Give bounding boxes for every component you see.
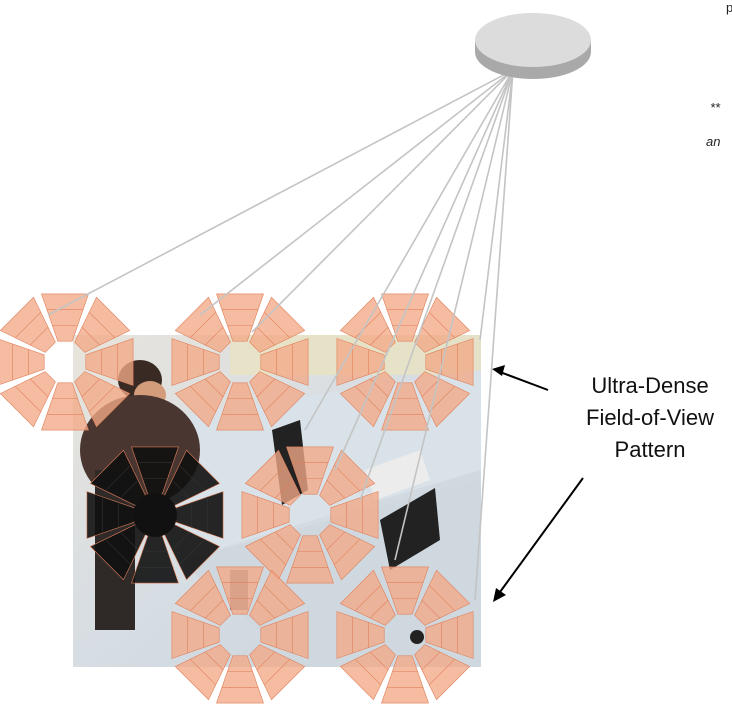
arrow-upper [499,371,549,391]
zone-grid-line [421,599,441,619]
detection-zone [171,566,309,704]
zone-grid-line [88,311,116,339]
zone-grid-line [204,651,224,671]
zone-grid-line [263,584,291,612]
zone-grid-line [256,326,276,346]
zone-grid-line [204,599,224,619]
zone-grid-line [421,651,441,671]
zone-grid-line [189,311,217,339]
callout-arrows [492,365,584,602]
zone-grid-line [88,385,116,413]
zone-grid-line [428,658,456,686]
arrow-lower [499,477,584,593]
sensor-ray [474,69,514,601]
zone-grid-line [189,385,217,413]
zone-grid-line [259,464,287,492]
zone-grid-line [189,584,217,612]
detection-zone [0,293,134,431]
zone-grid-line [259,538,287,566]
zone-grid-line [369,651,389,671]
sensor-ray [199,69,514,316]
sensor-ray [479,69,514,341]
detection-zone [336,566,474,704]
sensor-ray [359,69,514,501]
zone-grid-line [333,538,361,566]
zone-grid-line [354,311,382,339]
note-fragment-1: ** [710,100,721,115]
callout-line-3: Pattern [614,437,686,462]
ceiling-sensor-icon [475,13,591,79]
sensor-ray [334,69,514,471]
zone-grid-line [178,538,206,566]
zone-grid-line [369,378,389,398]
zone-grid-line [263,385,291,413]
sensor-ray [47,69,514,316]
zone-grid-line [104,538,132,566]
zone-center [133,493,177,537]
zone-grid-line [256,651,276,671]
zone-grid-line [104,464,132,492]
zone-grid-line [326,479,346,499]
zone-grid-line [428,385,456,413]
zone-grid-line [171,531,191,551]
detection-zone [336,293,474,431]
zone-grid-line [204,326,224,346]
zone-grid-line [421,378,441,398]
zone-grid-line [81,326,101,346]
zone-grid-line [428,311,456,339]
sensor-rays [47,69,514,601]
note-fragment-2: an [706,134,721,149]
callout-label: Ultra-Dense Field-of-View Pattern [560,370,732,466]
detection-zone [241,446,379,584]
zone-grid-line [171,479,191,499]
arrow-lower-head [493,588,506,602]
zone-grid-line [119,479,139,499]
zone-grid-line [326,531,346,551]
zone-grid-line [354,658,382,686]
zone-grid-line [354,584,382,612]
zone-grid-line [189,658,217,686]
zone-grid-line [29,378,49,398]
zone-grid-line [204,378,224,398]
callout-line-2: Field-of-View [586,405,714,430]
sensor-ray [304,69,514,431]
zone-grid-line [14,385,42,413]
zone-grid-line [14,311,42,339]
detection-zone-tiles [0,293,474,704]
detection-zone [171,293,309,431]
zone-grid-line [428,584,456,612]
zone-grid-line [369,326,389,346]
zone-grid-line [369,599,389,619]
zone-grid-line [256,378,276,398]
zone-grid-line [119,531,139,551]
zone-grid-line [333,464,361,492]
zone-grid-line [354,385,382,413]
zone-grid-line [263,658,291,686]
zone-grid-line [81,378,101,398]
zone-grid-line [421,326,441,346]
callout-line-1: Ultra-Dense [591,373,709,398]
zone-grid-line [178,464,206,492]
top-fragment: p [726,0,732,15]
zone-grid-line [274,479,294,499]
zone-grid-line [274,531,294,551]
sensor-ray [394,69,514,561]
detection-zone [86,446,224,584]
zone-grid-line [29,326,49,346]
arrow-upper-head [492,365,505,376]
sensor-ray [251,69,514,333]
zone-grid-line [256,599,276,619]
